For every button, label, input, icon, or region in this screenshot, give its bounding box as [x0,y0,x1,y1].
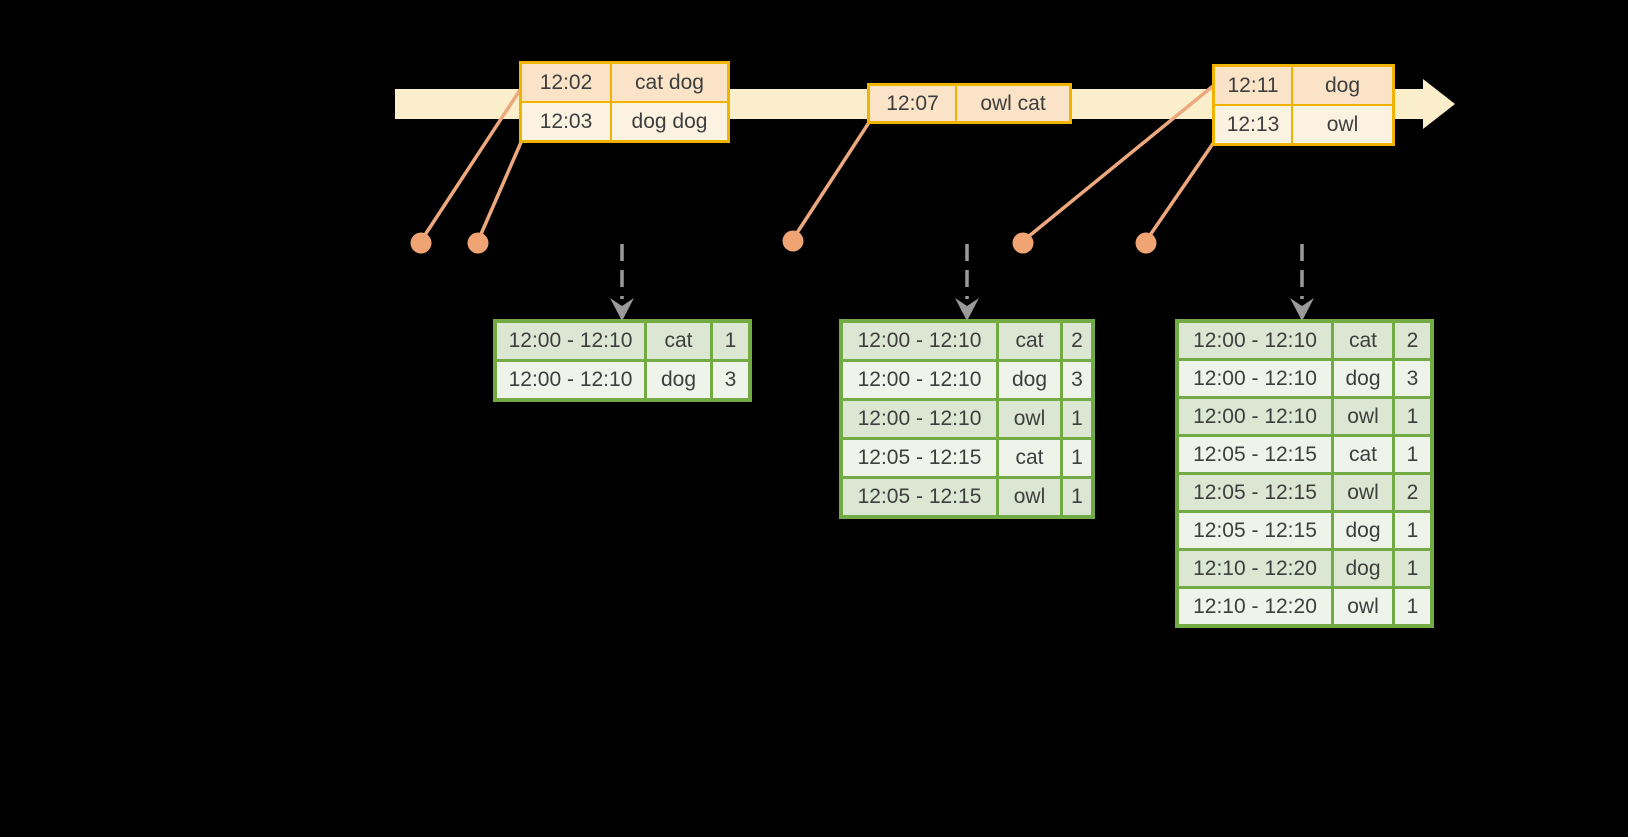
connector-line [476,138,524,243]
count-cell: 3 [1060,359,1095,401]
count-cell: 1 [1392,434,1434,475]
event-marker-dots [410,230,1157,254]
table-row: 12:00 - 12:10 cat 2 [839,319,1095,362]
down-arrow-icon [1290,298,1314,321]
result-table-2: 12:00 - 12:10 cat 2 12:00 - 12:10 dog 3 … [839,319,1095,519]
word-cell: dog [1331,548,1395,589]
window-cell: 12:00 - 12:10 [839,359,999,401]
result-table-3: 12:00 - 12:10 cat 2 12:00 - 12:10 dog 3 … [1175,319,1434,628]
timeline-arrow-icon [1423,79,1455,129]
table-row: 12:05 - 12:15 owl 2 [1175,472,1434,513]
words-cell: cat dog [610,61,730,103]
table-row: 12:00 - 12:10 owl 1 [1175,396,1434,437]
window-cell: 12:05 - 12:15 [1175,472,1334,513]
time-cell: 12:03 [519,101,612,143]
word-cell: cat [996,319,1063,362]
time-cell: 12:02 [519,61,612,103]
table-row: 12:05 - 12:15 dog 1 [1175,510,1434,551]
down-arrow-icon [955,298,979,321]
time-cell: 12:13 [1212,104,1293,146]
table-row: 12:00 - 12:10 cat 1 [493,319,752,362]
window-cell: 12:10 - 12:20 [1175,548,1334,589]
arrowheads [610,298,1314,321]
window-cell: 12:00 - 12:10 [839,319,999,362]
event-table-2: 12:07 owl cat [867,83,1072,124]
window-cell: 12:05 - 12:15 [1175,510,1334,551]
count-cell: 1 [1392,586,1434,628]
count-cell: 1 [1392,396,1434,437]
word-cell: dog [644,359,713,402]
window-cell: 12:10 - 12:20 [1175,586,1334,628]
count-cell: 2 [1392,472,1434,513]
word-cell: owl [1331,472,1395,513]
table-row: 12:07 owl cat [867,83,1072,124]
table-row: 12:00 - 12:10 cat 2 [1175,319,1434,361]
window-cell: 12:05 - 12:15 [1175,434,1334,475]
table-row: 12:05 - 12:15 owl 1 [839,476,1095,519]
event-marker-dot [410,232,432,254]
table-row: 12:10 - 12:20 dog 1 [1175,548,1434,589]
window-cell: 12:00 - 12:10 [839,398,999,440]
count-cell: 3 [710,359,752,402]
table-row: 12:11 dog [1212,64,1395,106]
table-row: 12:00 - 12:10 dog 3 [493,359,752,402]
event-marker-dot [467,232,489,254]
table-row: 12:00 - 12:10 dog 3 [839,359,1095,401]
event-marker-dot [782,230,804,252]
window-cell: 12:05 - 12:15 [839,437,999,479]
count-cell: 1 [710,319,752,362]
table-row: 12:13 owl [1212,104,1395,146]
word-cell: cat [996,437,1063,479]
word-cell: dog [1331,510,1395,551]
word-cell: owl [996,398,1063,440]
dashed-arrows [620,244,1304,299]
count-cell: 1 [1392,548,1434,589]
count-cell: 1 [1060,437,1095,479]
event-marker-dot [1135,232,1157,254]
word-cell: cat [1331,434,1395,475]
word-cell: cat [644,319,713,362]
word-cell: dog [996,359,1063,401]
count-cell: 2 [1392,319,1434,361]
time-cell: 12:07 [867,83,957,124]
word-cell: dog [1331,358,1395,399]
count-cell: 1 [1392,510,1434,551]
word-cell: owl [996,476,1063,519]
table-row: 12:00 - 12:10 owl 1 [839,398,1095,440]
window-cell: 12:00 - 12:10 [1175,358,1334,399]
connector-line [419,88,522,243]
word-cell: cat [1331,319,1395,361]
words-cell: dog [1291,64,1395,106]
event-table-3: 12:11 dog 12:13 owl [1212,64,1395,146]
result-table-1: 12:00 - 12:10 cat 1 12:00 - 12:10 dog 3 [493,319,752,402]
words-cell: owl cat [955,83,1072,124]
count-cell: 2 [1060,319,1095,362]
count-cell: 1 [1060,398,1095,440]
words-cell: dog dog [610,101,730,143]
time-cell: 12:11 [1212,64,1293,106]
window-cell: 12:00 - 12:10 [1175,396,1334,437]
words-cell: owl [1291,104,1395,146]
connector-line [1144,140,1216,243]
table-row: 12:05 - 12:15 cat 1 [839,437,1095,479]
window-cell: 12:00 - 12:10 [493,319,647,362]
event-table-1: 12:02 cat dog 12:03 dog dog [519,61,730,143]
count-cell: 3 [1392,358,1434,399]
word-cell: owl [1331,396,1395,437]
word-cell: owl [1331,586,1395,628]
table-row: 12:02 cat dog [519,61,730,103]
connector-line [791,122,870,241]
window-cell: 12:00 - 12:10 [493,359,647,402]
table-row: 12:03 dog dog [519,101,730,143]
count-cell: 1 [1060,476,1095,519]
table-row: 12:00 - 12:10 dog 3 [1175,358,1434,399]
window-cell: 12:00 - 12:10 [1175,319,1334,361]
down-arrow-icon [610,298,634,321]
event-marker-dot [1012,232,1034,254]
window-cell: 12:05 - 12:15 [839,476,999,519]
table-row: 12:05 - 12:15 cat 1 [1175,434,1434,475]
table-row: 12:10 - 12:20 owl 1 [1175,586,1434,628]
